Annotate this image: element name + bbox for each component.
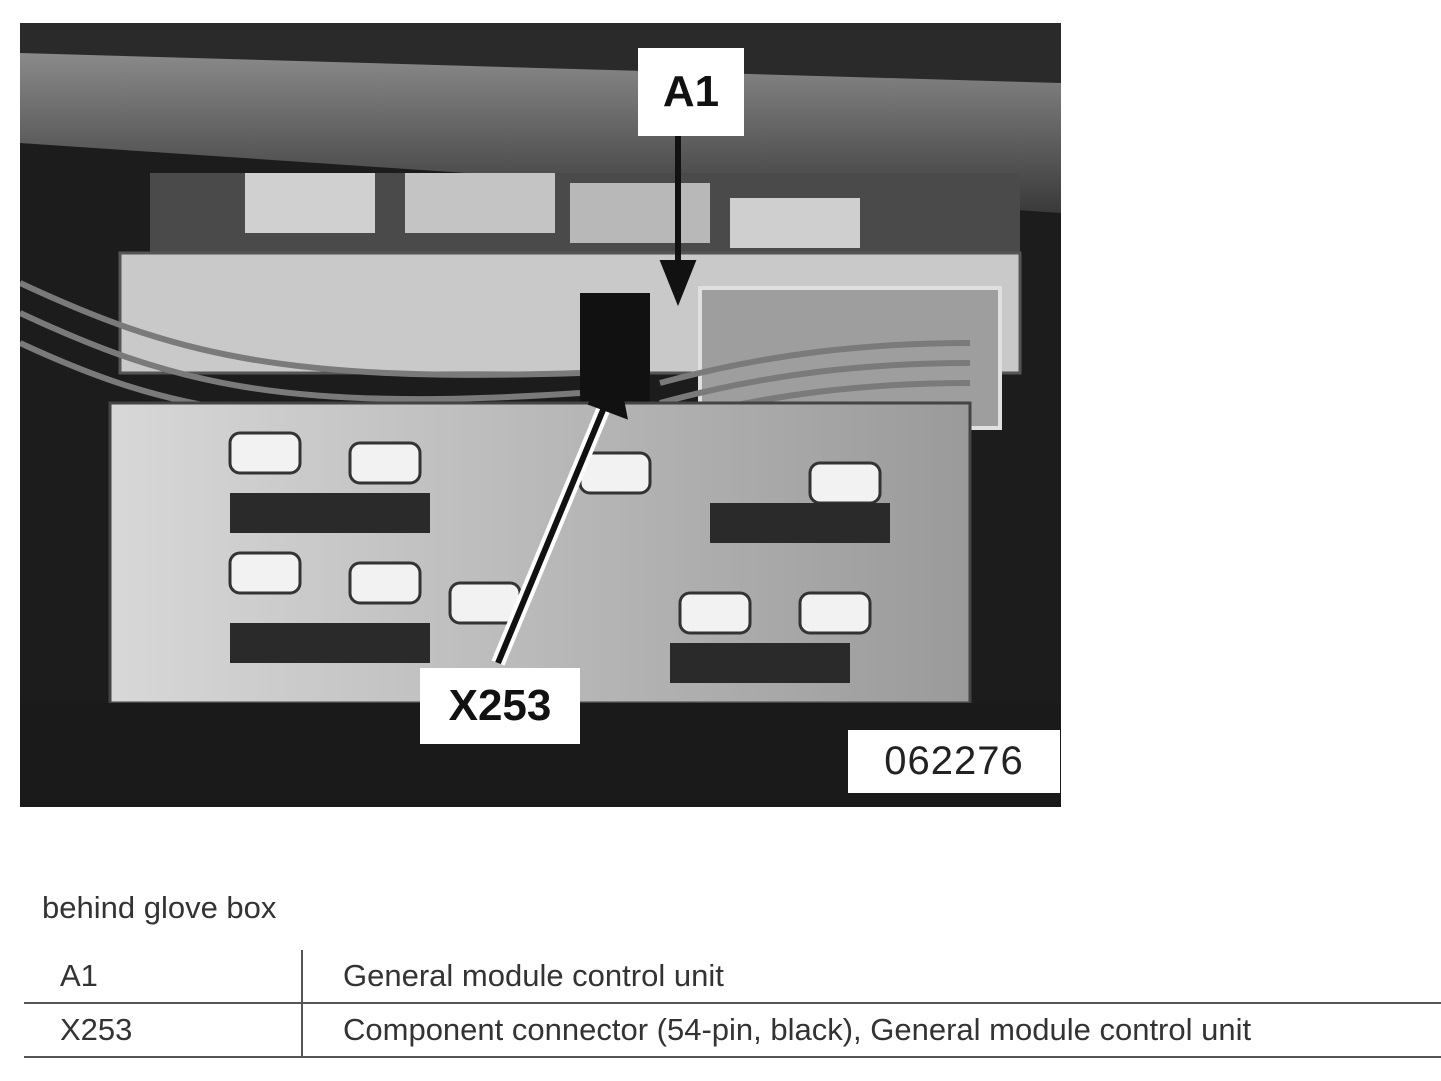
legend-code: A1 — [24, 950, 303, 1004]
location-caption: behind glove box — [42, 890, 277, 925]
callout-x253: X253 — [420, 668, 580, 744]
table-row: A1 General module control unit — [24, 950, 1441, 1004]
legend-description: Component connector (54-pin, black), Gen… — [302, 1003, 1441, 1058]
legend-table: A1 General module control unit X253 Comp… — [24, 950, 1441, 1058]
legend-code: X253 — [24, 1003, 303, 1058]
figure-reference-number: 062276 — [848, 730, 1060, 793]
callout-a1: A1 — [638, 48, 744, 136]
component-photo: A1 X253 062276 — [20, 23, 1061, 807]
photo-illustration — [20, 23, 1061, 807]
table-row: X253 Component connector (54-pin, black)… — [24, 1003, 1441, 1058]
legend-description: General module control unit — [302, 950, 1441, 1004]
